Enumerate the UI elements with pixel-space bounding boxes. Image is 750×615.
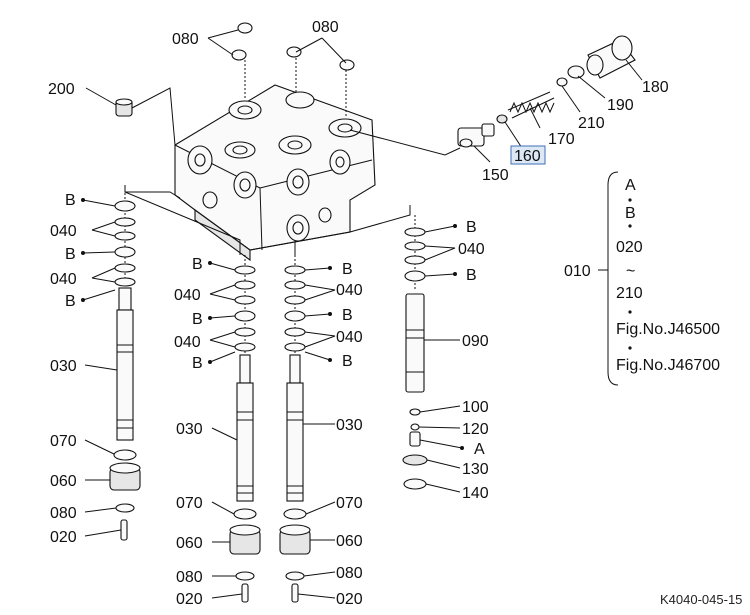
right-spool-stack xyxy=(402,215,428,490)
label-b-mr1: B xyxy=(342,261,353,278)
legend-to: 210 xyxy=(616,285,643,302)
label-b-l1: B xyxy=(65,192,76,209)
label-080-top-right: 080 xyxy=(312,19,339,36)
label-020-ml: 020 xyxy=(176,591,203,608)
left-spool-stack xyxy=(109,185,141,541)
label-030-l: 030 xyxy=(50,358,77,375)
relief-valve-assembly xyxy=(457,35,643,163)
label-080-l: 080 xyxy=(50,505,77,522)
label-040-ml2: 040 xyxy=(174,334,201,351)
label-170: 170 xyxy=(548,131,575,148)
label-leaders xyxy=(84,221,461,599)
label-070-l: 070 xyxy=(50,433,77,450)
label-100: 100 xyxy=(462,399,489,416)
b-indicator-dots xyxy=(81,198,464,450)
label-120: 120 xyxy=(462,421,489,438)
label-190: 190 xyxy=(607,97,634,114)
label-200: 200 xyxy=(48,81,75,98)
label-070-mr: 070 xyxy=(336,495,363,512)
label-080-top-left: 080 xyxy=(172,31,199,48)
label-b-l2: B xyxy=(65,246,76,263)
label-130: 130 xyxy=(462,461,489,478)
label-010: 010 xyxy=(564,263,591,280)
top-retaining-rings xyxy=(207,22,355,118)
label-140: 140 xyxy=(462,485,489,502)
label-040-l2: 040 xyxy=(50,271,77,288)
label-160: 160 xyxy=(514,148,541,165)
label-b-r1: B xyxy=(466,219,477,236)
figure-code: K4040-045-15 xyxy=(660,592,742,607)
label-060-mr: 060 xyxy=(336,533,363,550)
label-060-l: 060 xyxy=(50,473,77,490)
label-b-ml2: B xyxy=(192,311,203,328)
label-040-ml1: 040 xyxy=(174,287,201,304)
legend-from: 020 xyxy=(616,239,643,256)
label-180: 180 xyxy=(642,79,669,96)
legend-b: B xyxy=(625,205,636,222)
label-040-mr2: 040 xyxy=(336,329,363,346)
label-080-mr: 080 xyxy=(336,565,363,582)
label-a: A xyxy=(474,441,485,458)
label-020-mr: 020 xyxy=(336,591,363,608)
spool-bore-guides xyxy=(124,129,461,255)
label-040-r: 040 xyxy=(458,241,485,258)
mid-left-spool-stack xyxy=(229,255,261,603)
legend-tilde: ~ xyxy=(626,263,635,280)
label-030-ml: 030 xyxy=(176,421,203,438)
assembly-legend xyxy=(598,171,632,386)
label-080-ml: 080 xyxy=(176,569,203,586)
label-060-ml: 060 xyxy=(176,535,203,552)
label-b-mr2: B xyxy=(342,307,353,324)
legend-fig2: Fig.No.J46700 xyxy=(616,357,720,374)
label-b-ml3: B xyxy=(192,355,203,372)
label-210: 210 xyxy=(578,115,605,132)
label-020-l: 020 xyxy=(50,529,77,546)
label-090: 090 xyxy=(462,333,489,350)
highlight-160-box xyxy=(510,145,546,165)
label-040-mr1: 040 xyxy=(336,282,363,299)
legend-a: A xyxy=(625,177,636,194)
mid-right-spool-stack xyxy=(279,255,311,603)
label-b-r2: B xyxy=(466,267,477,284)
label-040-l1: 040 xyxy=(50,223,77,240)
valve-body xyxy=(174,84,376,262)
label-b-mr3: B xyxy=(342,353,353,370)
label-070-ml: 070 xyxy=(176,495,203,512)
label-030-mr: 030 xyxy=(336,417,363,434)
legend-fig1: Fig.No.J46500 xyxy=(616,321,720,338)
label-b-l3: B xyxy=(65,293,76,310)
plug-200 xyxy=(85,87,176,146)
label-150: 150 xyxy=(482,167,509,184)
label-b-ml1: B xyxy=(192,256,203,273)
part-labels: 080 080 200 180 190 210 170 160 150 B 04… xyxy=(48,19,742,608)
